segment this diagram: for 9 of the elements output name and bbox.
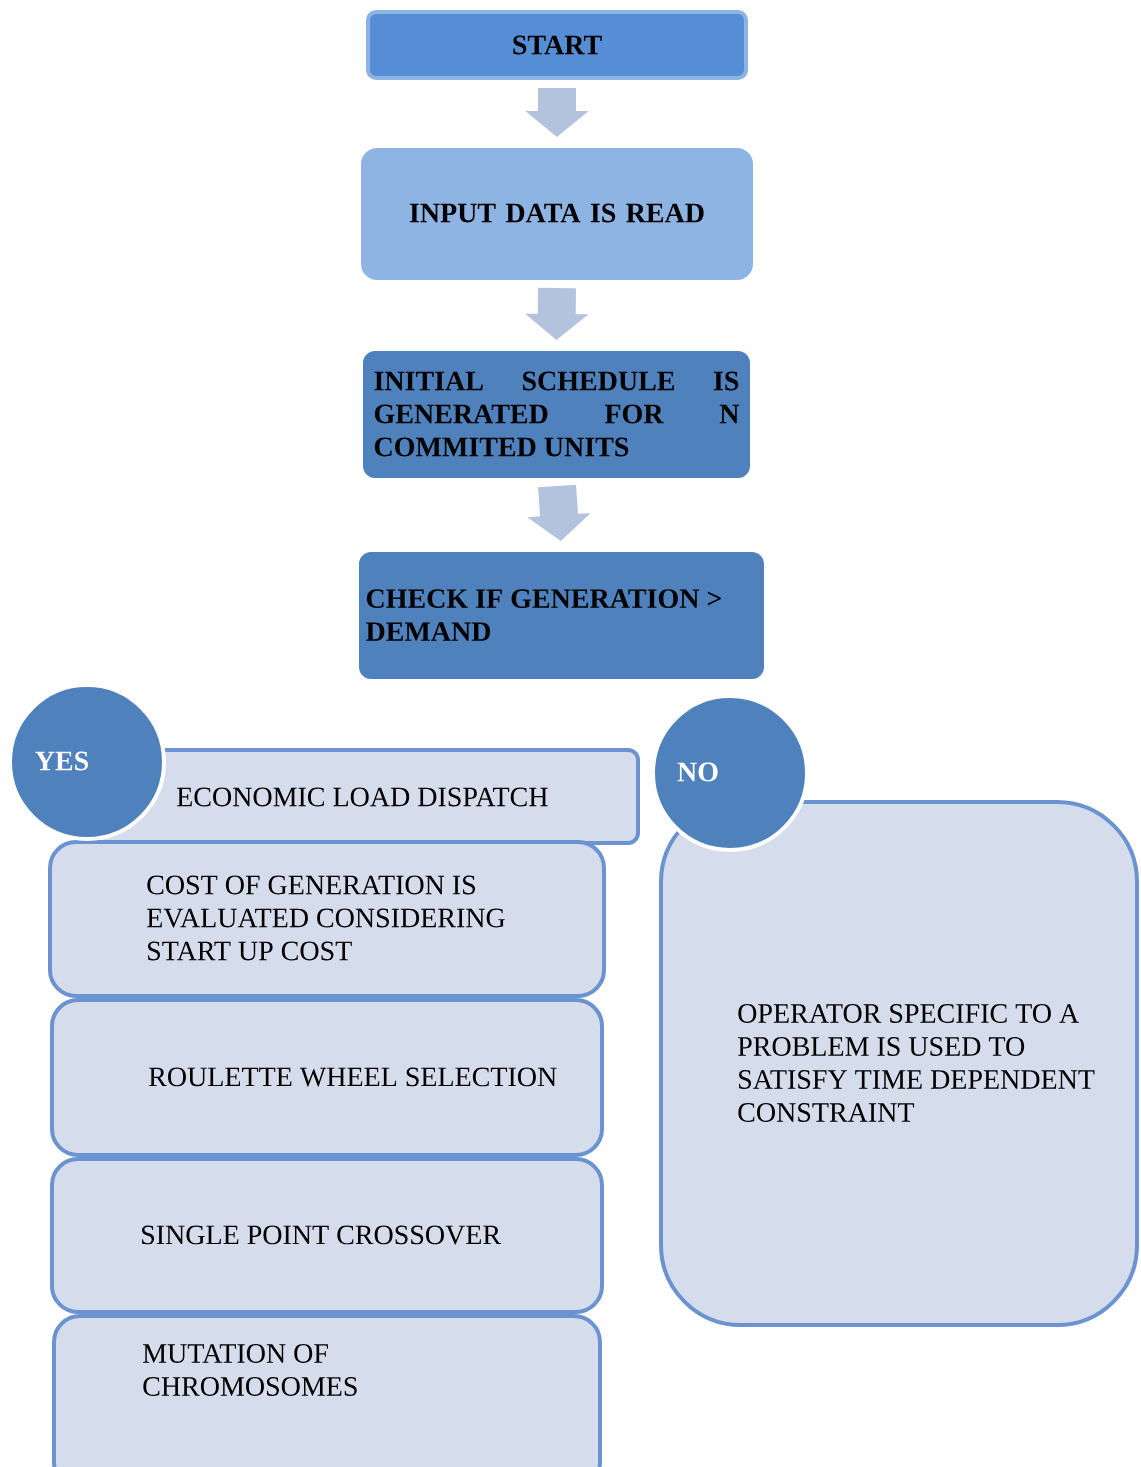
process-box: INITIAL SCHEDULE IS GENERATED FOR N COMMITED UNITS (363, 351, 750, 478)
process-box: INPUT DATA IS READ (361, 148, 753, 280)
start-box: START (366, 10, 748, 80)
process-box: OPERATOR SPECIFIC TO A PROBLEM IS USED TO SATISFY TIME DEPENDENT CONSTRAINT (659, 800, 1139, 1327)
process-box: ROULETTE WHEEL SELECTION (50, 998, 604, 1157)
process-box: COST OF GENERATION IS EVALUATED CONSIDERING START UP COST (48, 840, 606, 998)
process-box: MUTATION OF CHROMOSOMES (52, 1314, 602, 1467)
process-box: SINGLE POINT CROSSOVER (50, 1157, 604, 1314)
decision-box: CHECK IF GENERATION > DEMAND (359, 552, 764, 679)
